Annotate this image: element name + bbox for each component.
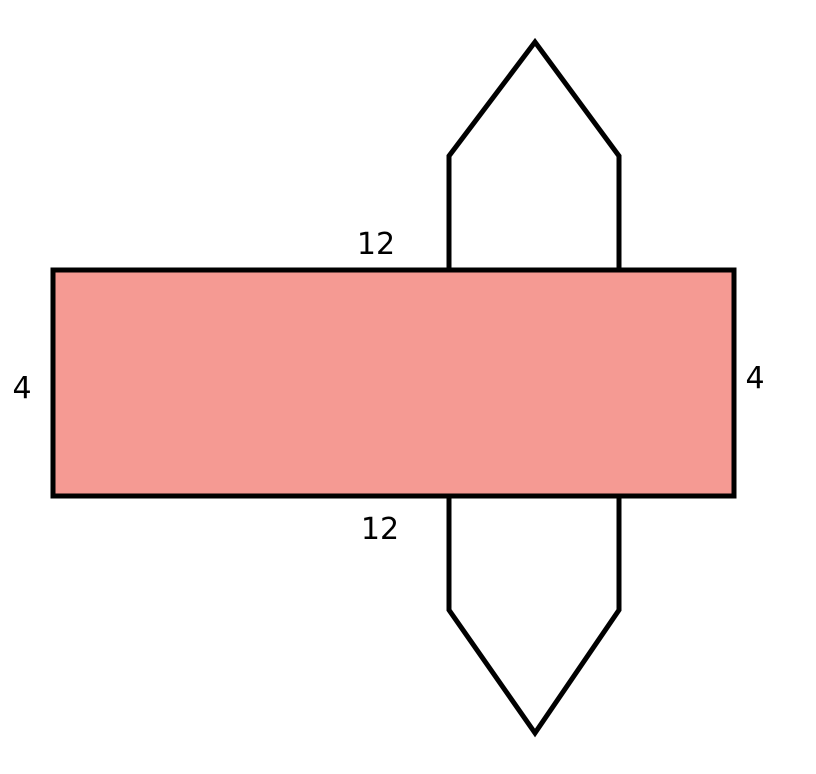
top-pentagon-face — [446, 37, 622, 273]
left-width-label: 4 — [12, 371, 31, 406]
bottom-pentagon-face — [446, 493, 622, 738]
right-width-label: 4 — [745, 361, 764, 396]
main-rectangle-outline — [50, 267, 737, 499]
bottom-length-label: 12 — [361, 512, 399, 547]
top-length-label: 12 — [357, 227, 395, 262]
main-rectangle-face — [53, 270, 734, 496]
